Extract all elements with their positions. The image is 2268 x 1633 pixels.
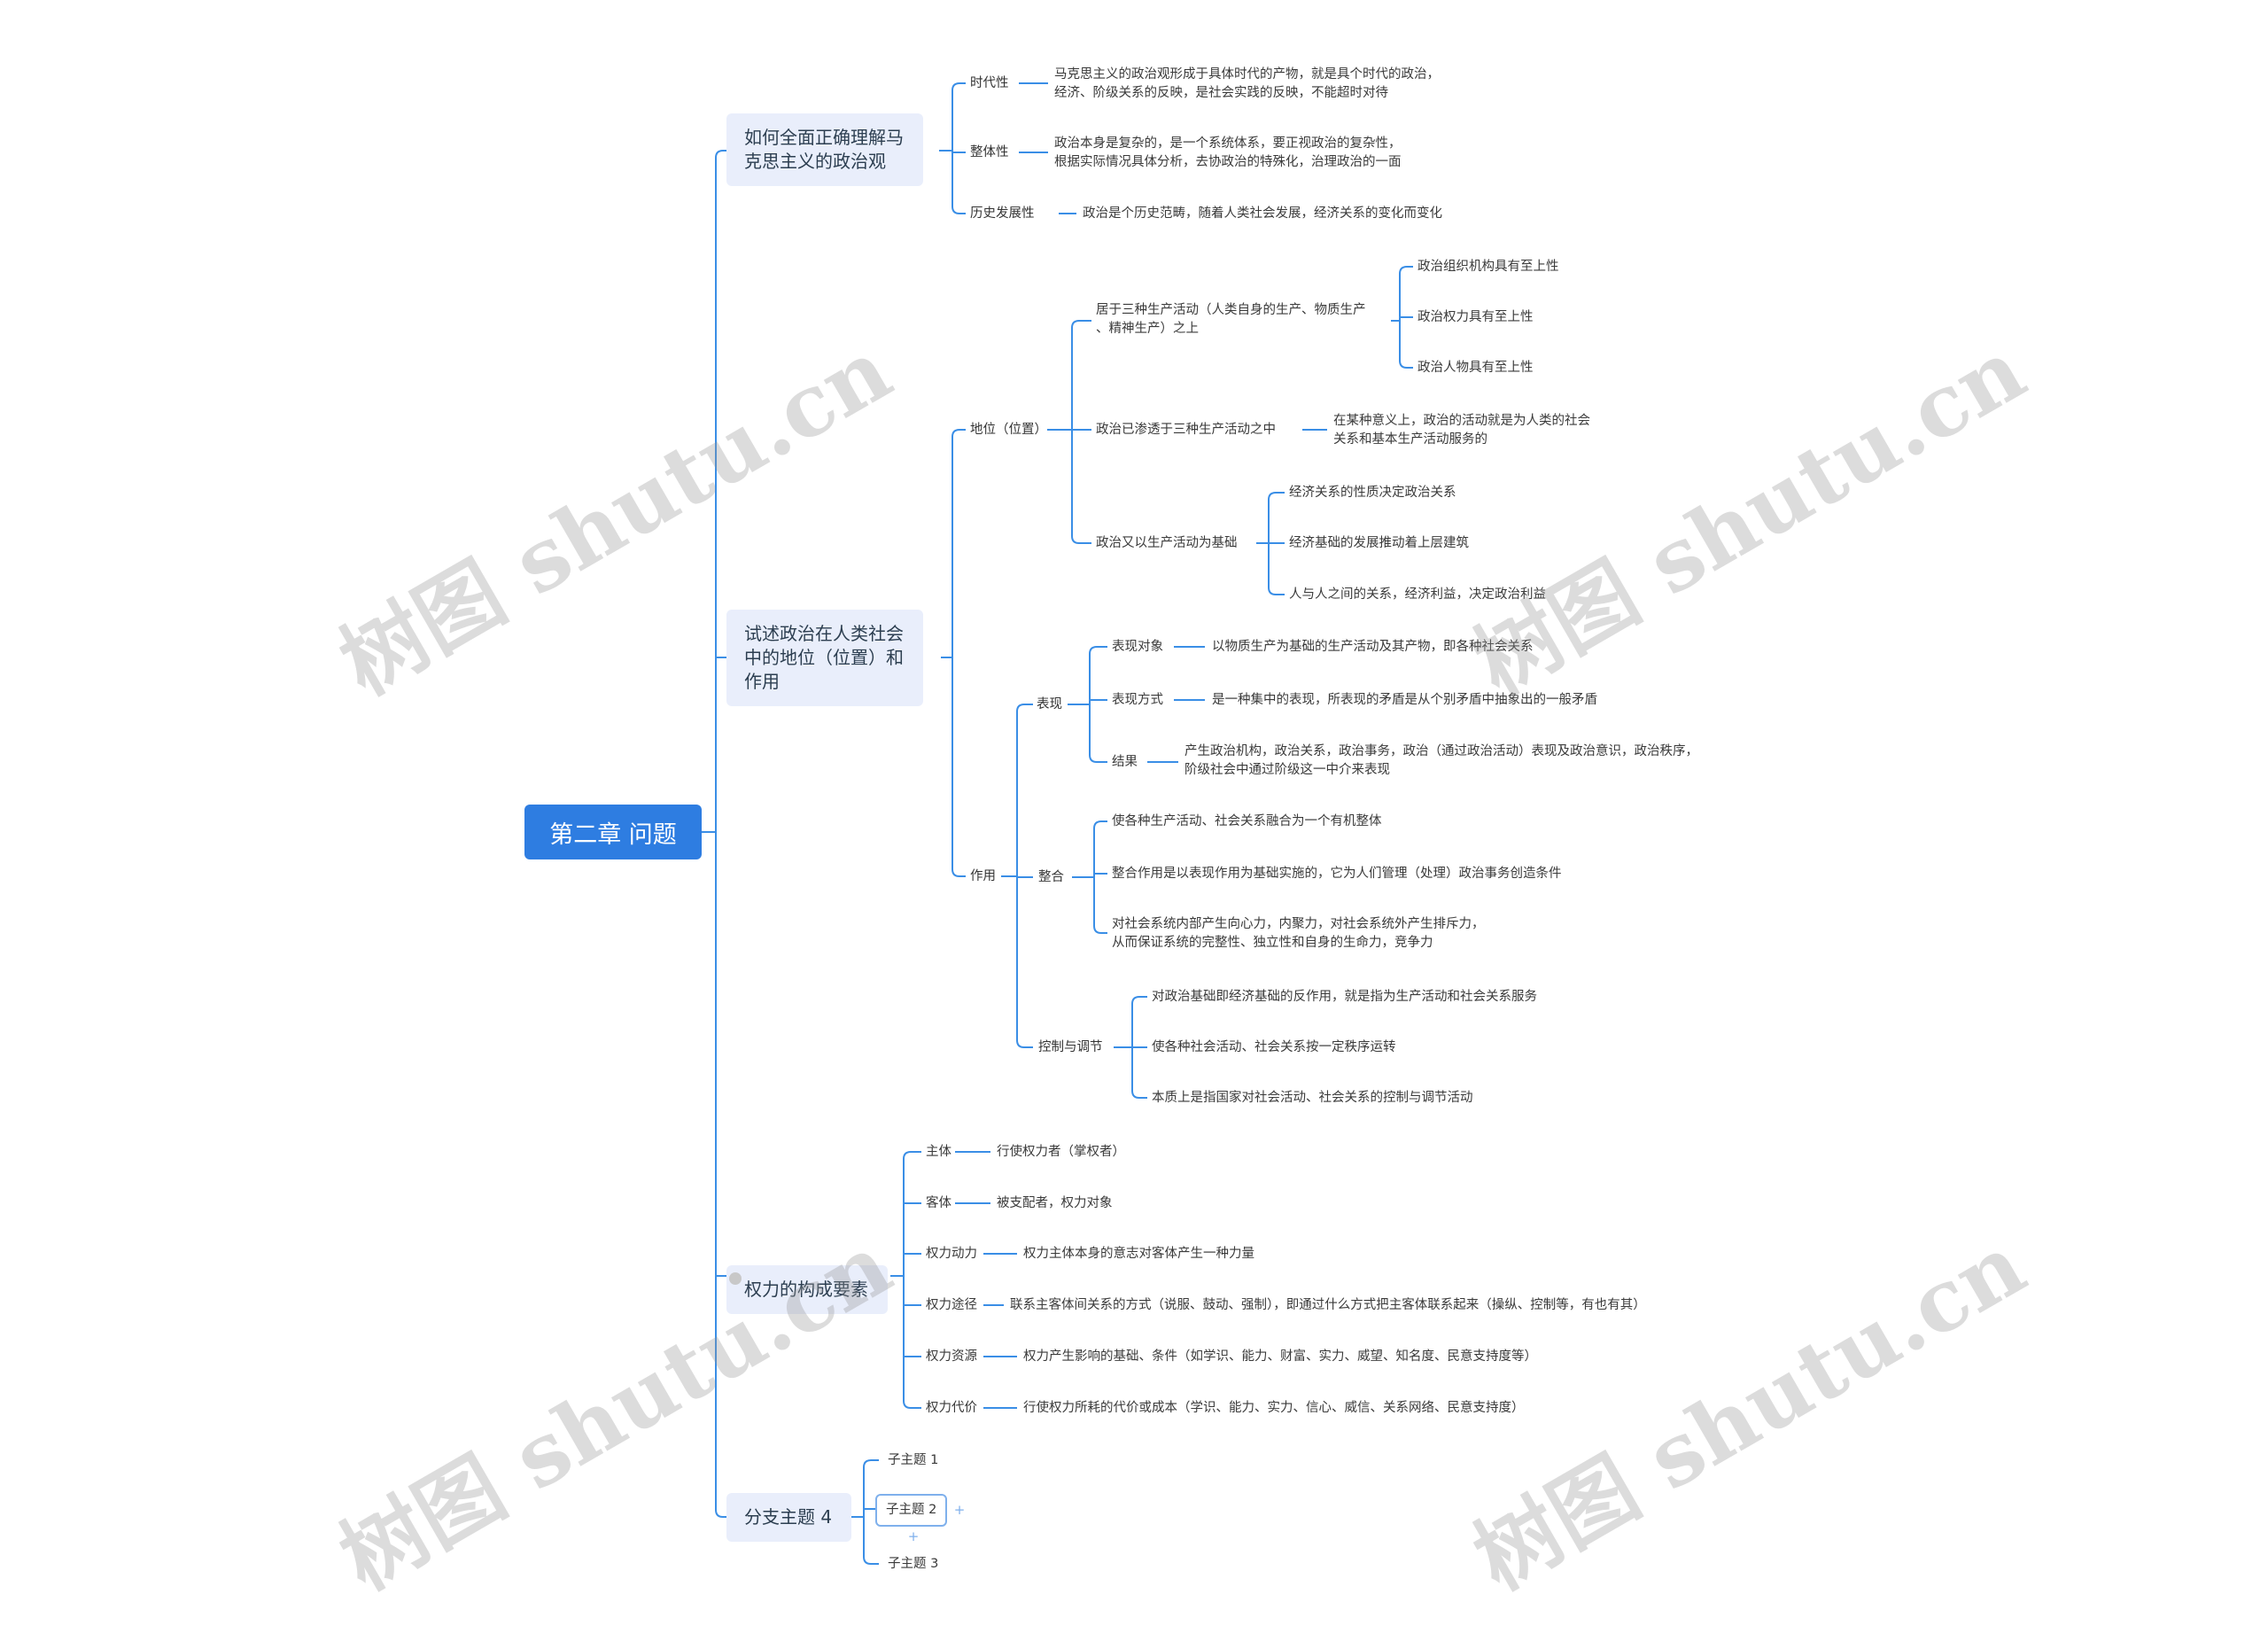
node-power-supremacy[interactable]: 政治权力具有至上性 [1418, 310, 1534, 324]
connector-curve [1071, 320, 1091, 329]
connector-curve [1268, 587, 1285, 595]
main-topic-line: 克思主义的政治观 [744, 151, 886, 172]
text-line: 阶级社会中通过阶级这一中介来表现 [1184, 763, 1390, 777]
connector-curve [863, 1556, 879, 1565]
connector-curve [1089, 754, 1107, 763]
text-line: 政治本身是复杂的，是一个系统体系，要正视政治的复杂性， [1054, 136, 1402, 151]
main-topic-line: 如何全面正确理解马 [744, 127, 904, 148]
main-topic-politics-status[interactable]: 试述政治在人类社会 中的地位（位置）和 作用 [726, 610, 923, 706]
connector-curve [1089, 646, 1107, 655]
node-express-way-label[interactable]: 表现方式 [1112, 693, 1163, 707]
node-cost-text[interactable]: 行使权力所耗的代价或成本（学识、能力、实力、信心、威信、关系网络、民意支持度） [1023, 1401, 1525, 1415]
connector-curve [951, 82, 966, 91]
node-era-label[interactable]: 时代性 [970, 76, 1009, 90]
connector-curve [1071, 535, 1091, 544]
text-line: 、精神生产）之上 [1096, 322, 1199, 336]
node-subject-label[interactable]: 主体 [926, 1145, 951, 1159]
node-control-label[interactable]: 控制与调节 [1038, 1040, 1103, 1054]
node-control-1[interactable]: 对政治基础即经济基础的反作用，就是指为生产活动和社会关系服务 [1152, 990, 1537, 1004]
node-cost-label[interactable]: 权力代价 [926, 1401, 977, 1415]
node-subtopic-3[interactable]: 子主题 3 [888, 1557, 939, 1571]
node-resource-text[interactable]: 权力产生影响的基础、条件（如学识、能力、财富、实力、威望、知名度、民意支持度等） [1023, 1349, 1537, 1364]
node-penetrate-production[interactable]: 政治已渗透于三种生产活动之中 [1096, 423, 1276, 437]
connector-curve [1399, 360, 1413, 369]
node-integrate-1[interactable]: 使各种生产活动、社会关系融合为一个有机整体 [1112, 814, 1382, 828]
node-object-label[interactable]: 客体 [926, 1196, 951, 1210]
node-path-label[interactable]: 权力途径 [926, 1298, 977, 1312]
text-line: 根据实际情况具体分析，去协政治的特殊化，治理政治的一面 [1054, 155, 1402, 169]
connector-curve [951, 206, 966, 214]
node-whole-text[interactable]: 政治本身是复杂的，是一个系统体系，要正视政治的复杂性， 根据实际情况具体分析，去… [1054, 135, 1402, 172]
node-above-production[interactable]: 居于三种生产活动（人类自身的生产、物质生产 、精神生产）之上 [1096, 301, 1366, 338]
node-production-basis[interactable]: 政治又以生产活动为基础 [1096, 536, 1238, 550]
node-express-object-label[interactable]: 表现对象 [1112, 640, 1163, 654]
main-topic-line: 试述政治在人类社会 [744, 623, 904, 644]
text-line: 关系和基本生产活动服务的 [1333, 432, 1487, 447]
main-topic-power-elements[interactable]: 权力的构成要素 [726, 1265, 888, 1314]
main-topic-branch-4[interactable]: 分支主题 4 [726, 1493, 852, 1542]
text-line: 产生政治机构，政治关系，政治事务，政治（通过政治活动）表现及政治意识，政治秩序， [1184, 744, 1698, 758]
node-history-text[interactable]: 政治是个历史范畴，随着人类社会发展，经济关系的变化而变化 [1083, 206, 1442, 221]
node-penetrate-text[interactable]: 在某种意义上，政治的活动就是为人类的社会 关系和基本生产活动服务的 [1333, 412, 1590, 449]
text-line: 对社会系统内部产生向心力，内聚力，对社会系统外产生排斥力， [1112, 917, 1485, 931]
node-era-text[interactable]: 马克思主义的政治观形成于具体时代的产物，就是具个时代的政治， 经济、阶级关系的反… [1054, 66, 1440, 103]
connector-curve [1016, 1039, 1033, 1048]
connector-curve [715, 150, 726, 159]
connector-curve [863, 1459, 879, 1468]
connector-curve [951, 429, 966, 438]
node-path-text[interactable]: 联系主客体间关系的方式（说服、鼓动、强制），即通过什么方式把主客体联系起来（操纵… [1010, 1298, 1646, 1312]
node-role-label[interactable]: 作用 [970, 869, 996, 883]
connector-curve [903, 1400, 921, 1409]
text-line: 马克思主义的政治观形成于具体时代的产物，就是具个时代的政治， [1054, 67, 1440, 82]
text-line: 从而保证系统的完整性、独立性和自身的生命力，竞争力 [1112, 936, 1433, 950]
node-express-object-text[interactable]: 以物质生产为基础的生产活动及其产物，即各种社会关系 [1212, 640, 1534, 654]
collapse-dot-icon[interactable] [729, 1272, 742, 1285]
connector-curve [1093, 820, 1107, 829]
node-control-2[interactable]: 使各种社会活动、社会关系按一定秩序运转 [1152, 1040, 1396, 1054]
main-topic-political-view[interactable]: 如何全面正确理解马 克思主义的政治观 [726, 113, 923, 186]
node-object-text[interactable]: 被支配者，权力对象 [997, 1196, 1113, 1210]
node-subject-text[interactable]: 行使权力者（掌权者） [997, 1145, 1125, 1159]
node-express-label[interactable]: 表现 [1037, 697, 1062, 712]
connector-curve [1399, 266, 1413, 275]
node-figure-supremacy[interactable]: 政治人物具有至上性 [1418, 361, 1534, 375]
connector-curve [1131, 1090, 1147, 1099]
text-line: 经济、阶级关系的反映，是社会实践的反映，不能超时对待 [1054, 86, 1388, 100]
node-motive-label[interactable]: 权力动力 [926, 1247, 977, 1261]
node-whole-label[interactable]: 整体性 [970, 145, 1009, 159]
node-org-supremacy[interactable]: 政治组织机构具有至上性 [1418, 260, 1559, 274]
connector-curve [715, 1509, 726, 1518]
node-interest-decides[interactable]: 人与人之间的关系，经济利益，决定政治利益 [1289, 587, 1546, 602]
node-integrate-2[interactable]: 整合作用是以表现作用为基础实施的，它为人们管理（处理）政治事务创造条件 [1112, 867, 1562, 881]
node-subtopic-1[interactable]: 子主题 1 [888, 1453, 939, 1467]
node-integrate-3[interactable]: 对社会系统内部产生向心力，内聚力，对社会系统外产生排斥力， 从而保证系统的完整性… [1112, 915, 1485, 953]
node-control-3[interactable]: 本质上是指国家对社会活动、社会关系的控制与调节活动 [1152, 1091, 1473, 1105]
node-history-label[interactable]: 历史发展性 [970, 206, 1035, 221]
node-express-way-text[interactable]: 是一种集中的表现，所表现的矛盾是从个别矛盾中抽象出的一般矛盾 [1212, 693, 1597, 707]
text-line: 居于三种生产活动（人类自身的生产、物质生产 [1096, 303, 1366, 317]
connector-curve [1016, 704, 1033, 712]
add-child-plus-icon[interactable]: + [907, 1528, 920, 1544]
text-line: 在某种意义上，政治的活动就是为人类的社会 [1333, 414, 1590, 428]
node-express-result-text[interactable]: 产生政治机构，政治关系，政治事务，政治（通过政治活动）表现及政治意识，政治秩序，… [1184, 743, 1698, 780]
add-sibling-plus-icon[interactable]: + [953, 1502, 966, 1518]
connector-curve [951, 868, 966, 877]
connector-curve [1131, 996, 1147, 1005]
connector-curve [903, 1151, 921, 1160]
node-resource-label[interactable]: 权力资源 [926, 1349, 977, 1364]
root-topic[interactable]: 第二章 问题 [524, 805, 702, 859]
connector-curve [1093, 925, 1107, 934]
node-integrate-label[interactable]: 整合 [1038, 870, 1064, 884]
node-economy-decides[interactable]: 经济关系的性质决定政治关系 [1289, 486, 1456, 500]
connector-curve [1268, 492, 1285, 501]
node-express-result-label[interactable]: 结果 [1112, 755, 1138, 769]
node-subtopic-2-selected[interactable]: 子主题 2 [875, 1494, 948, 1527]
main-topic-line: 中的地位（位置）和 [744, 647, 904, 668]
node-base-drives[interactable]: 经济基础的发展推动着上层建筑 [1289, 536, 1469, 550]
node-position-label[interactable]: 地位（位置） [970, 423, 1047, 437]
main-topic-line: 作用 [744, 671, 780, 692]
node-motive-text[interactable]: 权力主体本身的意志对客体产生一种力量 [1023, 1247, 1254, 1261]
